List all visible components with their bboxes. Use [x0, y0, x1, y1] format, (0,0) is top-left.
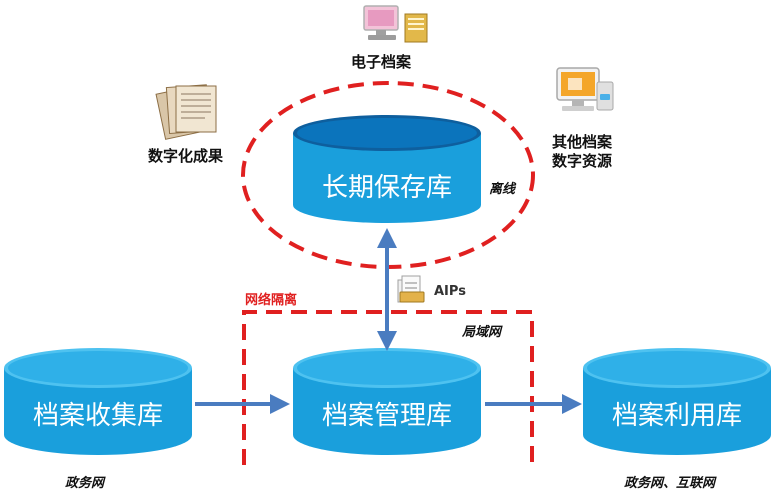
management-db-label: 档案管理库	[321, 401, 452, 431]
collection-db	[4, 348, 192, 455]
desktop-computer-icon	[556, 67, 614, 111]
network-isolation-boundary	[242, 310, 534, 465]
long-term-storage-label: 长期保存库	[321, 173, 452, 203]
offline-label: 离线	[489, 182, 516, 197]
digitized-results-label: 数字化成果	[148, 147, 224, 165]
collection-db-label: 档案收集库	[32, 401, 163, 431]
utilization-db-label: 档案利用库	[611, 401, 742, 431]
other-records-label-2: 数字资源	[552, 152, 613, 170]
aips-label: AIPs	[434, 284, 466, 299]
management-db	[293, 348, 481, 455]
network-isolation-label: 网络隔离	[245, 293, 298, 308]
gov-network-label: 政务网	[65, 476, 105, 491]
electronic-records-label: 电子档案	[351, 53, 412, 71]
utilization-db	[583, 348, 771, 455]
document-stack-icon	[155, 84, 217, 140]
other-records-label-1: 其他档案	[552, 133, 613, 151]
gov-internet-label: 政务网、互联网	[624, 476, 716, 491]
long-term-storage-db	[293, 115, 481, 223]
lan-label: 局域网	[462, 325, 502, 340]
document-package-icon	[397, 275, 425, 303]
computer-document-icon	[363, 5, 428, 43]
